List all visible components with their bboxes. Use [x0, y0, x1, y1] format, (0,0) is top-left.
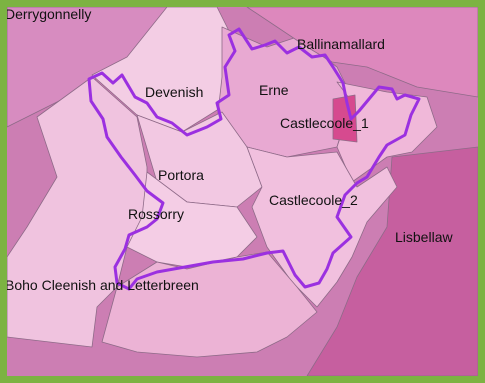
- label-ballinamallard: Ballinamallard: [297, 36, 385, 52]
- label-portora: Portora: [158, 167, 204, 183]
- label-castlecoole-2: Castlecoole_2: [269, 192, 358, 208]
- label-devenish: Devenish: [145, 84, 203, 100]
- label-boho-cleenish: Boho Cleenish and Letterbreen: [7, 277, 199, 293]
- boundary-outline: [87, 27, 421, 291]
- ward-map[interactable]: Derrygonnelly Ballinamallard Devenish Er…: [7, 7, 478, 376]
- label-erne: Erne: [259, 82, 289, 98]
- label-rossorry: Rossorry: [128, 206, 184, 222]
- label-lisbellaw: Lisbellaw: [395, 229, 453, 245]
- label-castlecoole-1: Castlecoole_1: [280, 115, 369, 131]
- region-castlecoole-2[interactable]: [246, 146, 398, 308]
- region-castlecoole-1-highlight[interactable]: [332, 94, 358, 143]
- label-derrygonnelly: Derrygonnelly: [7, 7, 91, 22]
- region-ballinamallard[interactable]: [246, 7, 478, 98]
- region-lisbellaw[interactable]: [306, 146, 478, 376]
- region-south[interactable]: [101, 251, 318, 358]
